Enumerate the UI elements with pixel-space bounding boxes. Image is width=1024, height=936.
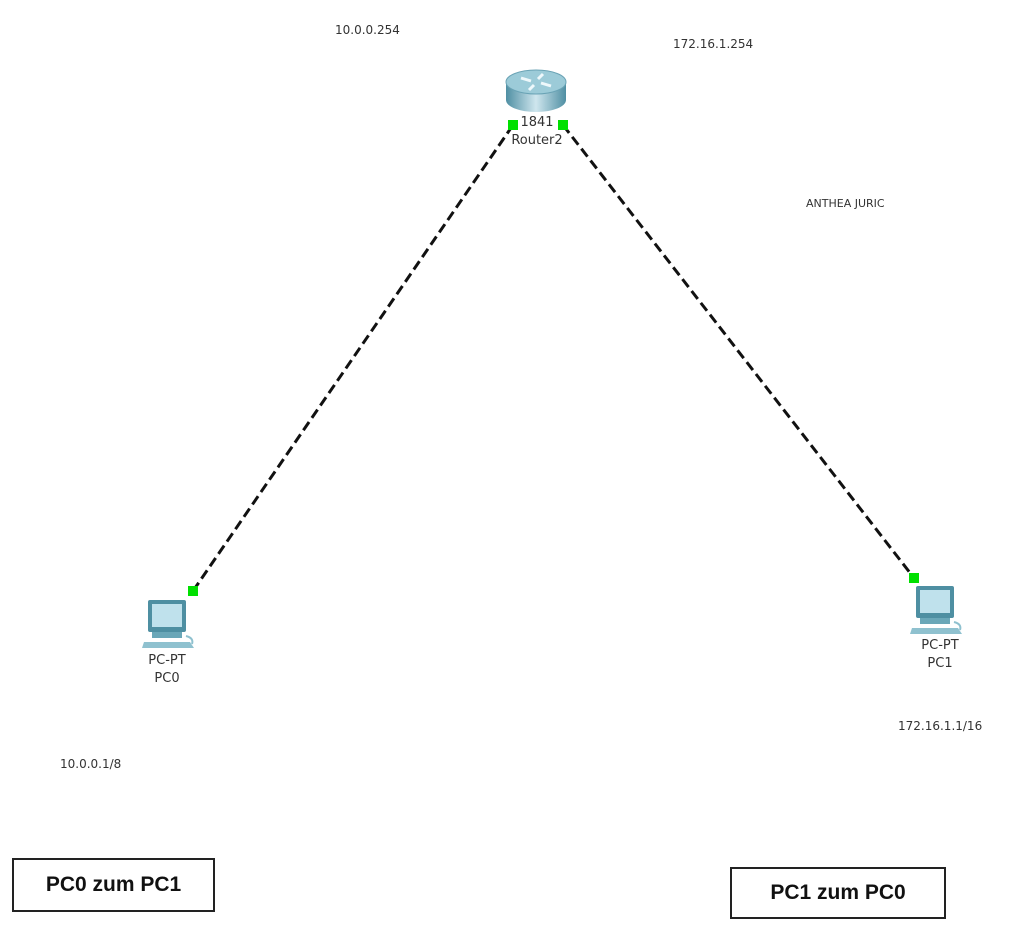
caption-pc1-to-pc0: PC1 zum PC0 (730, 867, 946, 919)
link-status-light (909, 573, 919, 583)
router-name[interactable]: Router2 (511, 133, 563, 148)
router-icon[interactable] (503, 66, 569, 118)
pc0-model: PC-PT (148, 653, 186, 668)
link-pc0-router[interactable] (191, 124, 515, 592)
pc1-name[interactable]: PC1 (927, 656, 953, 671)
caption-pc0-to-pc1: PC0 zum PC1 (12, 858, 215, 912)
pc-icon[interactable] (142, 598, 198, 652)
note-pc1-ip[interactable]: 172.16.1.1/16 (898, 719, 983, 733)
pc0-name[interactable]: PC0 (154, 671, 180, 686)
router-model: 1841 (520, 115, 554, 130)
note-router-right-ip[interactable]: 172.16.1.254 (673, 37, 754, 51)
link-status-light (508, 120, 518, 130)
note-pc0-ip[interactable]: 10.0.0.1/8 (60, 757, 122, 771)
pc1-model: PC-PT (921, 638, 959, 653)
link-router-pc1[interactable] (561, 124, 916, 579)
note-router-left-ip[interactable]: 10.0.0.254 (335, 23, 400, 37)
pc-icon[interactable] (910, 584, 966, 638)
link-status-light (558, 120, 568, 130)
link-status-light (188, 586, 198, 596)
note-author[interactable]: ANTHEA JURIC (806, 197, 885, 210)
